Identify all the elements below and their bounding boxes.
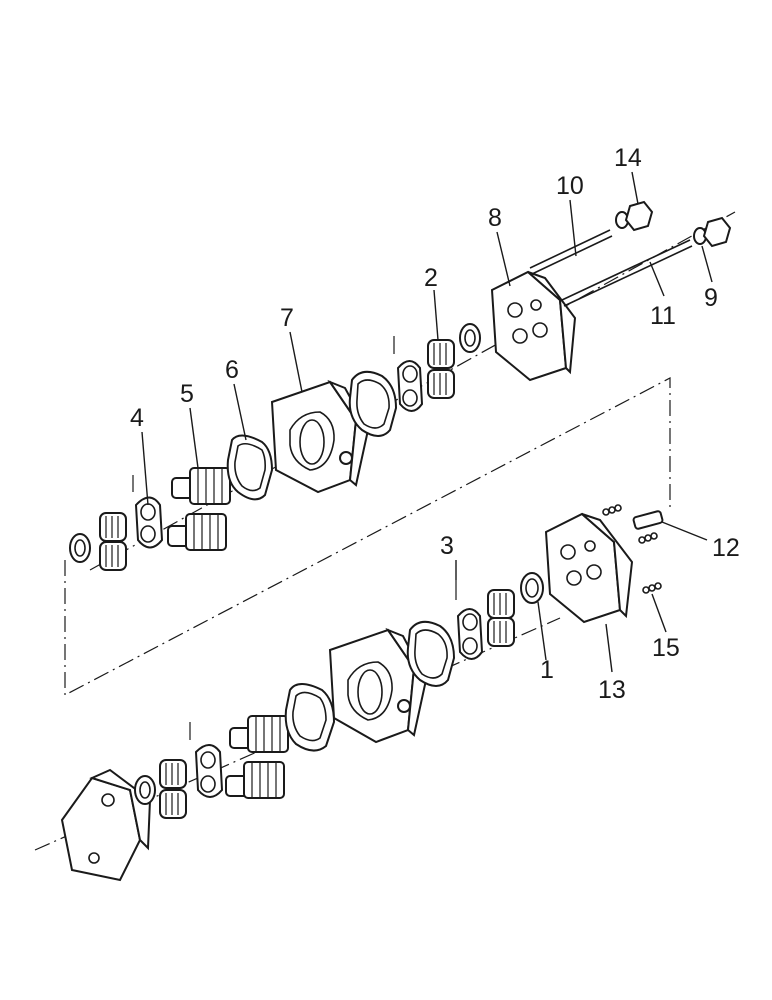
upper-assembly: [69, 200, 732, 571]
gasket-upper-left: [226, 434, 274, 501]
wear-plate-lower-left: [189, 722, 224, 798]
callout-2: 2: [424, 264, 438, 292]
small-balls-lower: [642, 582, 662, 594]
callout-3: 3: [440, 532, 454, 560]
callout-15: 15: [652, 634, 680, 662]
lower-assembly: [60, 504, 664, 882]
seal-ring-upper-right: [459, 323, 481, 353]
wear-plate-upper-right: [393, 336, 424, 412]
gasket-upper-right: [348, 370, 398, 437]
seal-ring-upper: [69, 533, 91, 563]
wear-plate-lower-right: [455, 580, 484, 660]
callout-12: 12: [712, 534, 740, 562]
gasket-lower-left: [284, 683, 336, 752]
gear-pair-lower: [225, 715, 289, 799]
callout-14: 14: [614, 144, 642, 172]
callout-4: 4: [130, 404, 144, 432]
small-balls-upper: [602, 504, 622, 516]
leader-lines: [141, 171, 713, 673]
gear-pair-upper: [167, 467, 231, 551]
seal-ring-lower-right: [520, 572, 544, 604]
callout-8: 8: [488, 204, 502, 232]
callout-13: 13: [598, 676, 626, 704]
seal-ring-lower-left: [134, 775, 156, 805]
needle-bearings-upper-left: [99, 512, 127, 571]
callout-11: 11: [650, 302, 676, 330]
rear-cover: [544, 512, 634, 624]
spring-pin: [632, 510, 664, 544]
callout-1: 1: [540, 656, 554, 684]
pump-body-upper: [270, 379, 370, 494]
end-cover-upper: [490, 270, 577, 382]
gasket-lower-right: [406, 620, 456, 687]
wear-plate-upper: [132, 475, 164, 549]
callout-9: 9: [704, 284, 718, 312]
nuts-washers-upper: [615, 200, 732, 248]
callouts: 1 2 3 4 5 6 7 8 9 10 11 12 13 14 15: [130, 144, 740, 704]
needle-bearings-lower-left: [159, 759, 187, 819]
stud-bolts-upper: [529, 229, 693, 307]
callout-10: 10: [556, 172, 584, 200]
callout-7: 7: [280, 304, 294, 332]
needle-bearings-upper-right: [427, 339, 455, 399]
needle-bearings-lower-right: [487, 589, 515, 647]
callout-6: 6: [225, 356, 239, 384]
callout-5: 5: [180, 380, 194, 408]
